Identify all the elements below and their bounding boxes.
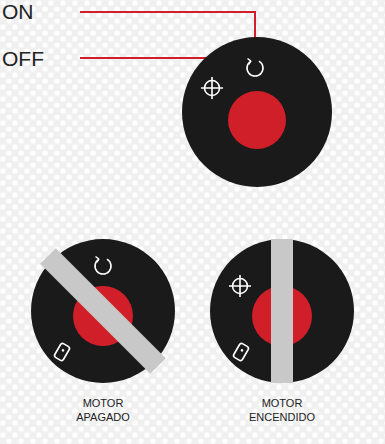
state-caption: MOTOR ENCENDIDO	[240, 396, 324, 424]
switch-label: ON	[2, 0, 34, 24]
switch-label: OFF	[2, 47, 44, 71]
state-caption: MOTOR APAGADO	[61, 396, 145, 424]
